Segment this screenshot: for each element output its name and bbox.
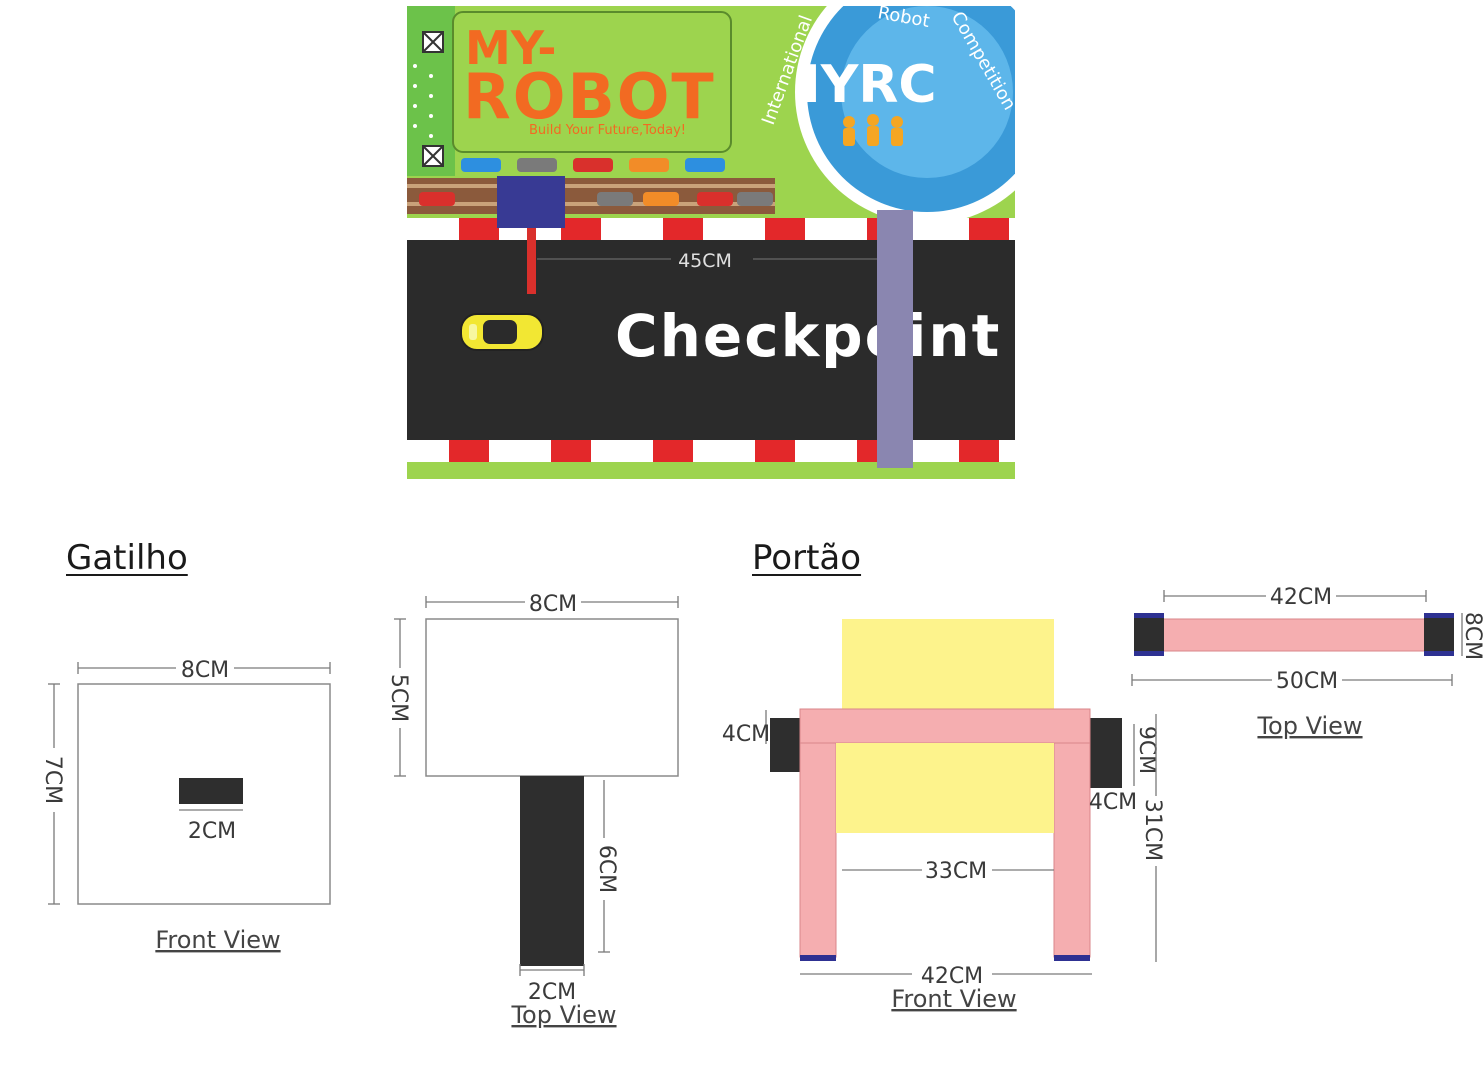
gate-frame-right-leg	[1053, 742, 1091, 958]
portao-heading: Portão	[752, 538, 862, 578]
iyrc-badge-inner	[841, 6, 1013, 178]
gate-top-bar	[1161, 618, 1427, 652]
portao-top-view-label: Top View	[1256, 712, 1362, 740]
gate-width-label: 42CM	[921, 964, 983, 989]
gate-front-panel	[836, 743, 1054, 833]
logo-tagline: Build Your Future,Today!	[529, 123, 686, 138]
crossed-box-icon	[422, 31, 444, 53]
trigger-top-stem	[520, 776, 584, 966]
portao-front-view: 4CM 9CM 4CM 31CM 33CM 42CM Front View	[722, 619, 1170, 1013]
crowd	[419, 158, 773, 206]
gatilho-heading: Gatilho	[66, 538, 188, 578]
gate-frame-beam	[799, 708, 1091, 744]
trigger-block	[497, 176, 565, 228]
gate-block-height-label: 9CM	[1134, 726, 1159, 774]
gate-top-inner-label: 42CM	[1270, 585, 1332, 610]
gate-side-block-left	[770, 718, 802, 772]
distance-label: 45CM	[678, 250, 732, 272]
logo-line1: MY-	[465, 21, 556, 75]
gatilho-front-view-label: Front View	[155, 926, 280, 954]
logo-line2: ROBOT	[463, 60, 716, 133]
car-icon	[460, 313, 544, 351]
gatilho-front-view: 8CM 7CM 2CM Front View	[40, 656, 331, 954]
gatilho-top-view-label: Top View	[510, 1001, 616, 1029]
top-width-label: 8CM	[529, 592, 577, 617]
gate-top-depth-label: 8CM	[1460, 612, 1484, 660]
gate-frame-left-leg	[799, 742, 837, 958]
gate-top-outer-label: 50CM	[1276, 669, 1338, 694]
top-stem-length-label: 6CM	[594, 845, 619, 893]
gate-height-label: 31CM	[1140, 799, 1165, 861]
gate-back-panel	[842, 619, 1054, 711]
portao-drawings: 4CM 9CM 4CM 31CM 33CM 42CM Front View 42…	[722, 584, 1484, 1013]
gatilho-top-view: 8CM 5CM 6CM 2CM Top View	[386, 590, 679, 1029]
trigger-slot	[179, 778, 243, 804]
curb-top-red	[459, 218, 1009, 240]
gatilho-drawings: 8CM 7CM 2CM Front View 8CM 5CM 6CM 2CM	[40, 590, 679, 1029]
logo-panel	[452, 11, 732, 153]
gate-opening-label: 33CM	[925, 859, 987, 884]
trigger-post	[527, 224, 536, 294]
front-width-label: 8CM	[181, 658, 229, 683]
gate-block-label: 4CM	[722, 722, 770, 747]
gate-bar	[877, 210, 913, 468]
gate-beam-label: 4CM	[1089, 790, 1137, 815]
front-height-label: 7CM	[40, 756, 65, 804]
gate-foot-right	[1054, 955, 1090, 961]
trigger-top-box	[425, 618, 679, 777]
curb-bottom	[407, 440, 1015, 462]
front-slot-label: 2CM	[188, 819, 236, 844]
gate-side-block-right	[1090, 718, 1122, 788]
badge-text: IYRC	[801, 55, 936, 115]
top-stem-width-label: 2CM	[528, 980, 576, 1005]
field-dots	[413, 64, 433, 138]
crossed-box-icon	[422, 145, 444, 167]
portao-top-view: 42CM 8CM 50CM Top View	[1131, 584, 1484, 740]
checkpoint-label: Checkpoint 2	[615, 302, 1015, 370]
top-depth-label: 5CM	[386, 674, 411, 722]
track-illustration: MY- ROBOT Build Your Future,Today! Inter…	[407, 6, 1015, 479]
gate-top-block-left	[1134, 613, 1164, 655]
children-figures-icon	[843, 114, 903, 146]
gate-foot-left	[800, 955, 836, 961]
portao-front-view-label: Front View	[891, 985, 1016, 1013]
gate-top-block-right	[1424, 613, 1454, 655]
